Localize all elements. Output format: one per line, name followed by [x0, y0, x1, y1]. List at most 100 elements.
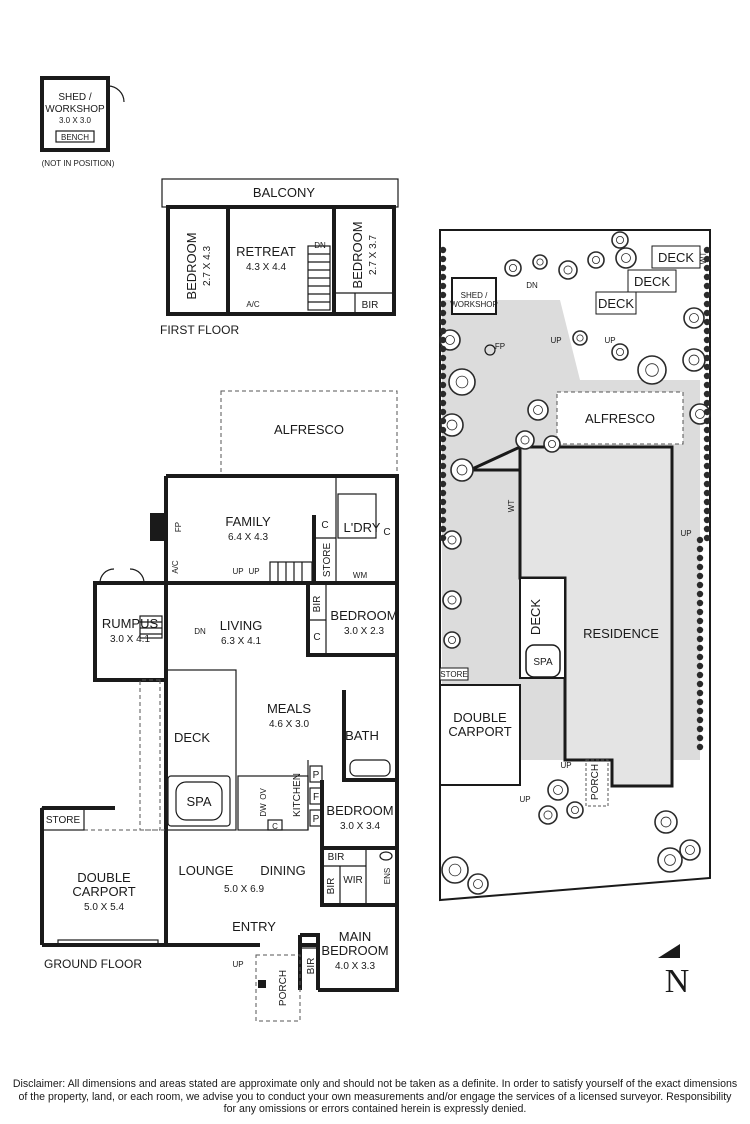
site-deck-label-4: DECK: [598, 296, 634, 311]
carport-dims: 5.0 X 5.4: [84, 902, 124, 913]
hedge-dot: [439, 426, 447, 434]
hedge-dot: [703, 489, 711, 497]
hedge-dot: [439, 435, 447, 443]
tree-icon-inner: [520, 435, 530, 445]
bedroom2-label: BEDROOM: [330, 608, 397, 623]
alfresco-label: ALFRESCO: [274, 422, 344, 437]
north-label: N: [665, 963, 690, 1000]
site-plan: ALFRESCO RESIDENCE DECK SPA DOUBLE CARPO…: [439, 229, 711, 902]
site-fp-label: FP: [495, 342, 505, 351]
tree-icon-inner: [621, 253, 631, 263]
tree-icon: [443, 631, 461, 649]
hedge-dot: [696, 698, 704, 706]
hedge-dot: [439, 372, 447, 380]
hedge-dot: [696, 536, 704, 544]
gf-up-label-1: UP: [232, 567, 243, 576]
hedge-dot: [696, 572, 704, 580]
hedge-dot: [703, 336, 711, 344]
hedge-dot: [439, 444, 447, 452]
hedge-dot: [703, 363, 711, 371]
hedge-dot: [703, 453, 711, 461]
hedge-dot: [703, 246, 711, 254]
ground-floor-plan: ALFRESCO FP A/C FAMILY 6.4 X 4.3 UP UP S…: [40, 390, 399, 1022]
site-deck-label-1: DECK: [528, 599, 543, 635]
hedge-dot: [696, 590, 704, 598]
hedge-dot: [703, 255, 711, 263]
living-label: LIVING: [220, 618, 263, 633]
disclaimer-line-2: of the property, land, or each room, we …: [18, 1090, 732, 1103]
tree-icon: [566, 801, 584, 819]
hedge-dot: [696, 545, 704, 553]
tree-icon: [441, 856, 469, 884]
tree-icon-inner: [447, 595, 457, 605]
disclaimer-line-1: Disclaimer: All dimensions and areas sta…: [12, 1078, 738, 1090]
hedge-dot: [703, 354, 711, 362]
hedge-dot: [696, 608, 704, 616]
retreat-dims: 4.3 X 4.4: [246, 262, 286, 273]
tree-icon-inner: [456, 464, 468, 476]
hedge-dot: [696, 671, 704, 679]
gf-store-label: STORE: [46, 815, 81, 826]
carport-label: DOUBLE: [77, 870, 131, 885]
hedge-dot: [696, 689, 704, 697]
tree-icon: [504, 259, 522, 277]
store-label: STORE: [322, 543, 333, 578]
tree-icon: [448, 368, 476, 396]
main-bedroom-dims: 4.0 X 3.3: [335, 961, 375, 972]
family-dims: 6.4 X 4.3: [228, 532, 268, 543]
gf-bir-label-1: BIR: [312, 596, 323, 613]
hedge-dot: [703, 381, 711, 389]
hedge-dot: [703, 291, 711, 299]
tree-icon-inner: [473, 879, 483, 889]
tree-icon-inner: [695, 409, 705, 419]
hedge-dot: [439, 489, 447, 497]
hedge-dot: [439, 399, 447, 407]
fridge-label: F: [313, 792, 319, 803]
hedge-dot: [703, 273, 711, 281]
tree-icon-inner: [536, 258, 544, 266]
ff-bir-label: BIR: [362, 300, 379, 311]
site-alfresco-label: ALFRESCO: [585, 411, 655, 426]
tree-icon-inner: [563, 265, 573, 275]
site-wt-label-1: WT: [699, 252, 708, 265]
site-carport-label: DOUBLE: [453, 710, 507, 725]
tree-icon: [611, 343, 629, 361]
gf-ac-label: A/C: [171, 560, 180, 574]
disclaimer: Disclaimer: All dimensions and areas sta…: [0, 1078, 750, 1116]
kitchen-label: KITCHEN: [292, 773, 303, 817]
first-floor-caption: FIRST FLOOR: [160, 323, 239, 337]
tree-icon: [637, 355, 667, 385]
shed-note: (NOT IN POSITION): [42, 159, 115, 168]
hedge-dot: [703, 264, 711, 272]
hedge-dot: [703, 408, 711, 416]
hedge-dot: [439, 282, 447, 290]
bath-label: BATH: [345, 728, 379, 743]
hedge-dot: [439, 318, 447, 326]
meals-dims: 4.6 X 3.0: [269, 719, 309, 730]
ff-bedroom-right-label: BEDROOM: [350, 221, 365, 288]
site-store-label: STORE: [440, 670, 467, 679]
bedroom3-label: BEDROOM: [326, 803, 393, 818]
north-arrow: N: [658, 944, 689, 1000]
gf-fp-label: FP: [174, 522, 183, 532]
ov-label: OV: [259, 788, 268, 800]
hedge-dot: [439, 381, 447, 389]
laundry-label: L'DRY: [344, 520, 381, 535]
tree-icon: [442, 590, 462, 610]
hedge-dot: [439, 507, 447, 515]
hedge-dot: [703, 300, 711, 308]
hedge-dot: [696, 734, 704, 742]
site-up-label-4: UP: [560, 761, 571, 770]
hedge-dot: [439, 534, 447, 542]
family-label: FAMILY: [225, 514, 271, 529]
hedge-dot: [703, 327, 711, 335]
hedge-dot: [696, 563, 704, 571]
tree-icon: [683, 307, 705, 329]
hedge-dot: [703, 309, 711, 317]
hedge-dot: [696, 662, 704, 670]
tree-icon: [611, 231, 629, 249]
bedroom2-dims: 3.0 X 2.3: [344, 626, 384, 637]
tree-icon-inner: [664, 854, 676, 866]
hedge-dot: [696, 644, 704, 652]
hedge-dot: [439, 327, 447, 335]
